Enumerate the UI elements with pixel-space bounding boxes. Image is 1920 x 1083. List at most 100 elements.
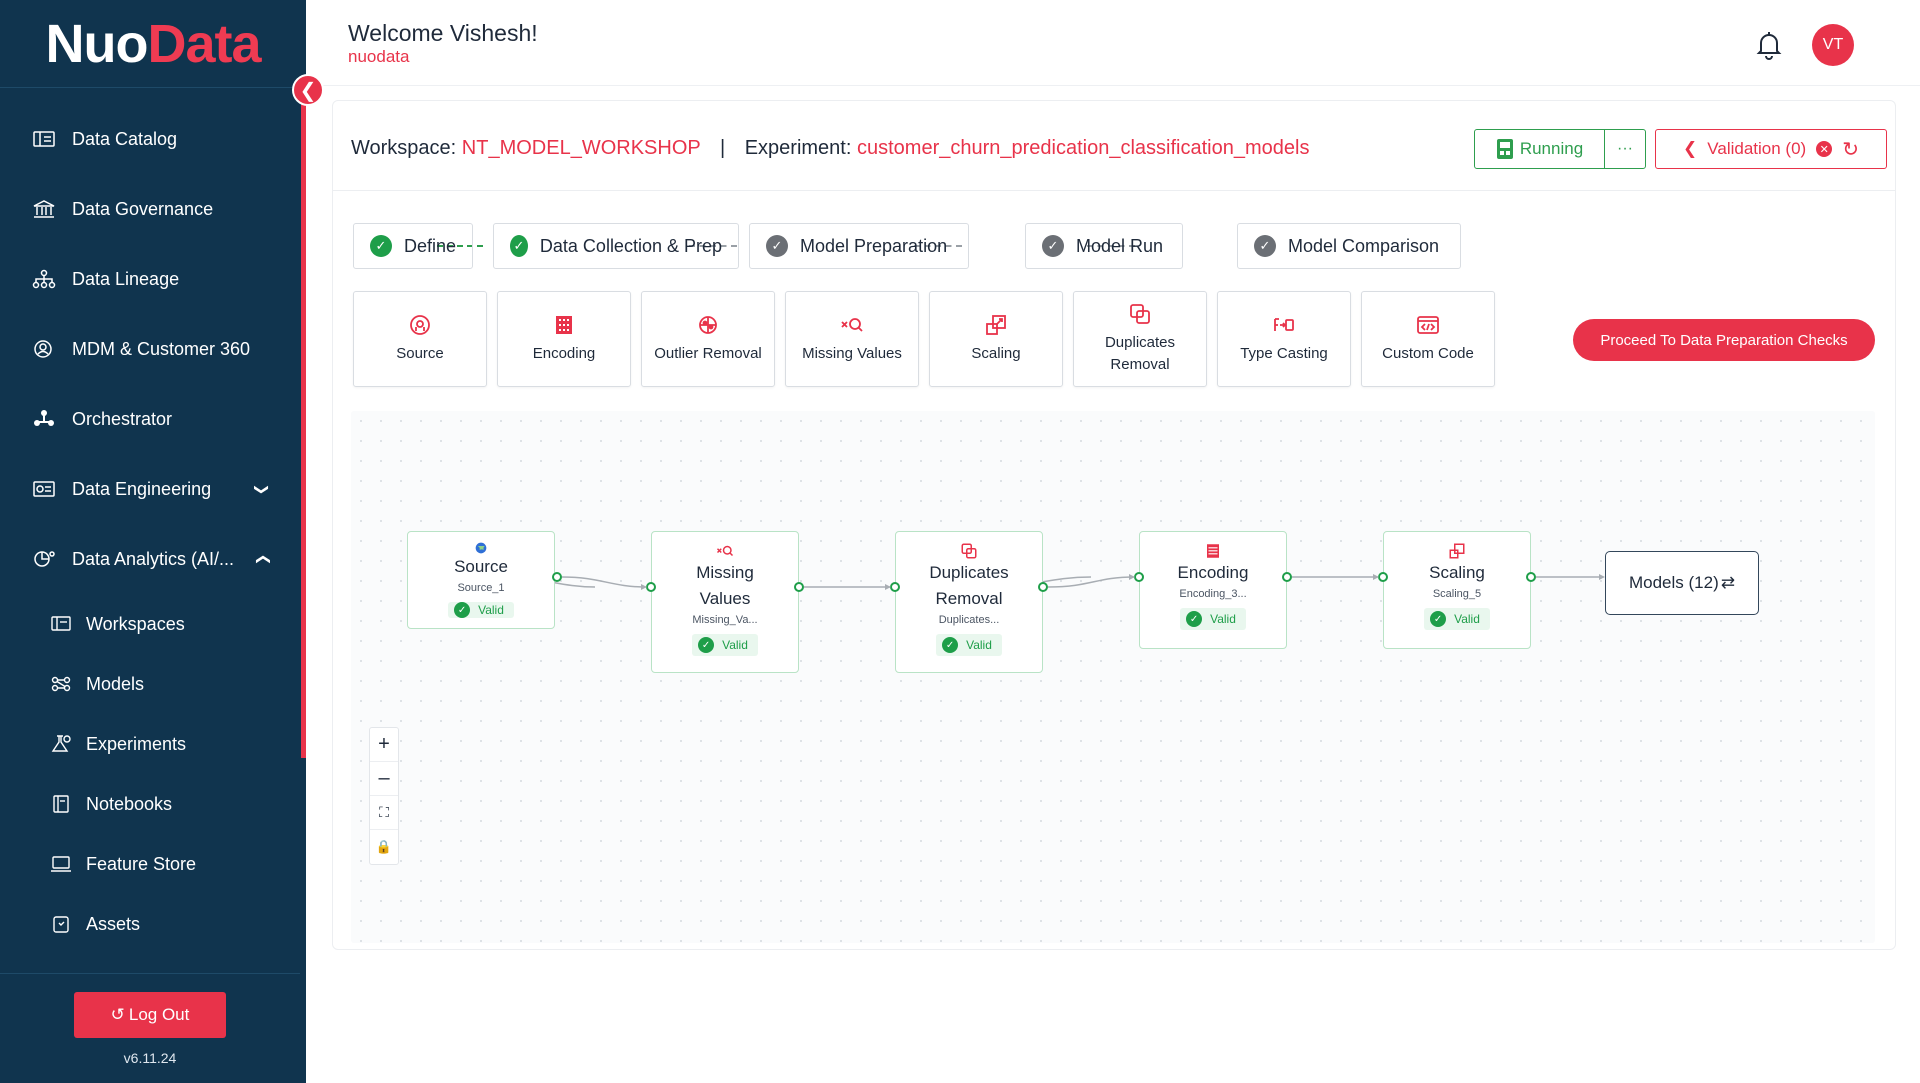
chevron-up-icon: ❯ (253, 553, 270, 565)
sidebar-subitem-workspaces[interactable]: Workspaces (0, 594, 300, 654)
top-header: Welcome Vishesh! nuodata VT (306, 0, 1920, 86)
sidebar-item-data-catalog[interactable]: Data Catalog (0, 104, 300, 174)
check-icon: ✓ (510, 235, 528, 257)
lock-button[interactable]: 🔒 (370, 830, 398, 864)
tool-source[interactable]: Source (353, 291, 487, 387)
node-output-port[interactable] (1282, 572, 1292, 582)
node-subtitle: Duplicates... (938, 614, 1000, 626)
tool-duplicates-removal[interactable]: Duplicates Removal (1073, 291, 1207, 387)
pipeline-node-models[interactable]: Models (12) ⇄ (1605, 551, 1759, 615)
step-label: Model Preparation (800, 235, 948, 256)
node-title: Missing Values (696, 563, 754, 608)
tool-outlier-removal[interactable]: Outlier Removal (641, 291, 775, 387)
user-avatar[interactable]: VT (1812, 24, 1854, 66)
experiments-icon (48, 733, 74, 755)
sidebar-item-label: MDM & Customer 360 (72, 338, 251, 359)
sidebar-nav: Data Catalog Data Governance Data Lineag… (0, 104, 300, 954)
bell-icon[interactable] (1756, 30, 1782, 60)
catalog-icon (30, 128, 58, 150)
globe-icon (475, 542, 487, 554)
step-model-preparation[interactable]: ✓ Model Preparation (749, 223, 969, 269)
check-icon: ✓ (454, 602, 471, 618)
tool-scaling[interactable]: Scaling (929, 291, 1063, 387)
node-output-port[interactable] (1038, 582, 1048, 592)
node-output-port[interactable] (794, 582, 804, 592)
sidebar-item-data-lineage[interactable]: Data Lineage (0, 244, 300, 314)
pipeline-node-source[interactable]: Source Source_1 ✓Valid (407, 531, 555, 629)
sidebar-subitem-label: Assets (86, 913, 141, 934)
status-label: Valid (966, 638, 992, 652)
logout-icon: ↺ (110, 1004, 125, 1024)
bank-icon (30, 198, 58, 220)
step-define[interactable]: ✓ Define (353, 223, 473, 269)
encoding-icon (1207, 544, 1219, 558)
valid-badge: ✓Valid (1424, 608, 1490, 630)
zoom-out-button[interactable]: – (370, 762, 398, 796)
sidebar-subitem-notebooks[interactable]: Notebooks (0, 774, 300, 834)
running-status-button[interactable]: Running (1475, 130, 1605, 168)
pipeline-node-missing-values[interactable]: Missing Values Missing_Va... ✓Valid (651, 531, 799, 673)
step-data-collection-prep[interactable]: ✓ Data Collection & Prep (493, 223, 739, 269)
node-input-port[interactable] (890, 582, 900, 592)
node-input-port[interactable] (1378, 572, 1388, 582)
step-connector (914, 245, 962, 247)
sidebar-subitem-feature-store[interactable]: Feature Store (0, 834, 300, 894)
sidebar-item-orchestrator[interactable]: Orchestrator (0, 384, 300, 454)
step-connector (1087, 245, 1135, 247)
sidebar-item-data-analytics[interactable]: Data Analytics (AI/... ❯ (0, 524, 300, 594)
logout-button[interactable]: ↺ Log Out (74, 991, 226, 1038)
fit-view-button[interactable]: ⛶ (370, 796, 398, 830)
tool-missing-values[interactable]: Missing Values (785, 291, 919, 387)
sidebar-subitem-models[interactable]: Models (0, 654, 300, 714)
org-name: nuodata (348, 47, 410, 66)
sidebar-item-mdm-customer-360[interactable]: MDM & Customer 360 (0, 314, 300, 384)
status-label: Valid (478, 603, 504, 617)
experiment-value[interactable]: customer_churn_predication_classificatio… (856, 137, 1310, 159)
step-connector (437, 245, 483, 247)
node-input-port[interactable] (646, 582, 656, 592)
tool-custom-code[interactable]: Custom Code (1361, 291, 1495, 387)
node-output-port[interactable] (1526, 572, 1536, 582)
running-status-label: Running (1519, 139, 1584, 158)
node-input-port[interactable] (1134, 572, 1144, 582)
missing-values-icon (716, 545, 734, 557)
notebook-icon (48, 793, 74, 815)
workspace-value[interactable]: NT_MODEL_WORKSHOP (461, 137, 701, 159)
node-output-port[interactable] (552, 572, 562, 582)
logout-label: Log Out (128, 1004, 190, 1024)
logo-part-2: Data (147, 13, 261, 74)
check-icon: ✓ (370, 235, 392, 257)
node-subtitle: Source_1 (457, 582, 505, 594)
step-model-comparison[interactable]: ✓ Model Comparison (1237, 223, 1461, 269)
check-icon: ✓ (942, 637, 959, 653)
tool-type-casting[interactable]: Type Casting (1217, 291, 1351, 387)
chevron-left-icon: ❮ (299, 79, 317, 102)
pipeline-canvas[interactable]: Source Source_1 ✓Valid Missing Values Mi… (351, 411, 1875, 943)
refresh-icon[interactable]: ↻ (1842, 138, 1859, 161)
assets-icon (48, 913, 74, 935)
scaling-icon (1449, 543, 1465, 559)
step-label: Data Collection & Prep (539, 235, 722, 256)
validation-button[interactable]: ❮ Validation (0) ✕ ↻ (1655, 129, 1887, 169)
node-subtitle: Encoding_3... (1179, 588, 1247, 600)
outlier-icon (699, 316, 717, 334)
sidebar-subitem-label: Workspaces (86, 613, 185, 634)
pipeline-node-scaling[interactable]: Scaling Scaling_5 ✓Valid (1383, 531, 1531, 649)
sidebar-scrollbar[interactable] (301, 88, 306, 758)
sidebar-subitem-experiments[interactable]: Experiments (0, 714, 300, 774)
node-title: Duplicates Removal (929, 563, 1009, 608)
pipeline-node-duplicates-removal[interactable]: Duplicates Removal Duplicates... ✓ Valid (895, 531, 1043, 673)
sidebar-item-data-engineering[interactable]: Data Engineering ❯ (0, 454, 300, 524)
step-model-run[interactable]: ✓ Model Run (1025, 223, 1183, 269)
sidebar-item-data-governance[interactable]: Data Governance (0, 174, 300, 244)
proceed-data-prep-checks-button[interactable]: Proceed To Data Preparation Checks (1573, 319, 1875, 361)
sidebar-collapse-button[interactable]: ❮ (292, 74, 324, 106)
more-options-button[interactable]: ··· (1617, 140, 1633, 157)
pipeline-node-encoding[interactable]: Encoding Encoding_3... ✓Valid (1139, 531, 1287, 649)
check-icon: ✓ (766, 235, 788, 257)
type-casting-icon (1274, 318, 1294, 331)
zoom-in-button[interactable]: + (370, 728, 398, 762)
sidebar-subitem-assets[interactable]: Assets (0, 894, 300, 954)
tool-encoding[interactable]: Encoding (497, 291, 631, 387)
